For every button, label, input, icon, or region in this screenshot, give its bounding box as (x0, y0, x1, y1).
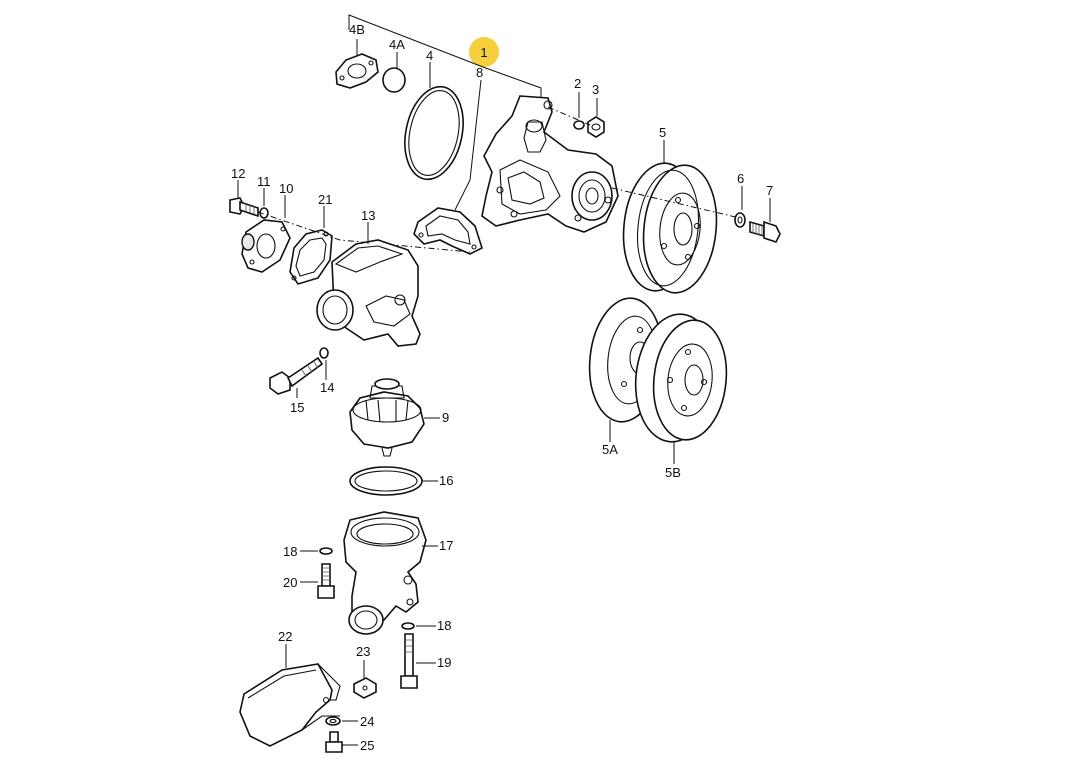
label-18-upper: 18 (283, 544, 297, 559)
label-5a: 5A (602, 442, 618, 457)
gasket-8[interactable] (413, 207, 483, 255)
label-5: 5 (659, 125, 666, 140)
gasket-4b[interactable] (335, 53, 379, 89)
label-4b: 4B (349, 22, 365, 37)
label-15: 15 (290, 400, 304, 415)
label-4: 4 (426, 48, 433, 63)
label-16: 16 (439, 473, 453, 488)
o-ring-4a[interactable] (382, 67, 406, 93)
callout-1-label[interactable]: 1 (480, 45, 487, 60)
label-13: 13 (361, 208, 375, 223)
label-22: 22 (278, 629, 292, 644)
washer-6[interactable] (734, 212, 746, 228)
axis-line-pulley (611, 187, 741, 219)
coolant-flange-17[interactable] (343, 511, 427, 635)
label-7: 7 (766, 183, 773, 198)
heat-shield-22[interactable] (239, 663, 341, 747)
label-3: 3 (592, 82, 599, 97)
nut-3[interactable] (587, 116, 605, 138)
label-2: 2 (574, 76, 581, 91)
label-24: 24 (360, 714, 374, 729)
bolt-15[interactable] (269, 356, 324, 395)
label-23: 23 (356, 644, 370, 659)
label-9: 9 (442, 410, 449, 425)
seal-ring-16[interactable] (349, 466, 423, 496)
bolt-25[interactable] (325, 731, 343, 753)
label-18-lower: 18 (437, 618, 451, 633)
thermostat-9[interactable] (349, 378, 425, 457)
bolt-19[interactable] (400, 633, 418, 689)
o-ring-4[interactable] (397, 81, 471, 185)
washer-18-upper[interactable] (319, 547, 333, 555)
label-20: 20 (283, 575, 297, 590)
washer-2[interactable] (573, 120, 585, 130)
washer-24[interactable] (325, 716, 341, 726)
callout-1-bracket (348, 14, 542, 98)
clip-23[interactable] (353, 677, 377, 699)
bolt-7[interactable] (749, 220, 781, 243)
callout-1-group[interactable]: 1 (469, 37, 499, 67)
bolt-20[interactable] (317, 563, 335, 599)
axis-line-flange (257, 211, 471, 253)
bolt-12[interactable] (229, 197, 259, 218)
washer-18-lower[interactable] (401, 622, 415, 630)
flange-10[interactable] (241, 219, 291, 273)
label-17: 17 (439, 538, 453, 553)
callout-1-highlight[interactable] (469, 37, 499, 67)
label-25: 25 (360, 738, 374, 753)
label-11: 11 (257, 174, 271, 189)
pulley-5[interactable] (618, 160, 723, 297)
water-pump-housing[interactable] (481, 95, 619, 233)
washer-14[interactable] (319, 347, 329, 359)
pulley-5b[interactable] (630, 310, 733, 446)
label-14: 14 (320, 380, 334, 395)
label-10: 10 (279, 181, 293, 196)
label-8: 8 (476, 65, 483, 80)
label-12: 12 (231, 166, 245, 181)
axis-line-2-3 (547, 106, 591, 126)
label-5b: 5B (665, 465, 681, 480)
label-19: 19 (437, 655, 451, 670)
thermostat-housing-13[interactable] (316, 239, 421, 347)
label-21: 21 (318, 192, 332, 207)
leader-8 (454, 79, 482, 211)
gasket-21[interactable] (289, 229, 333, 285)
label-6: 6 (737, 171, 744, 186)
label-4a: 4A (389, 37, 405, 52)
